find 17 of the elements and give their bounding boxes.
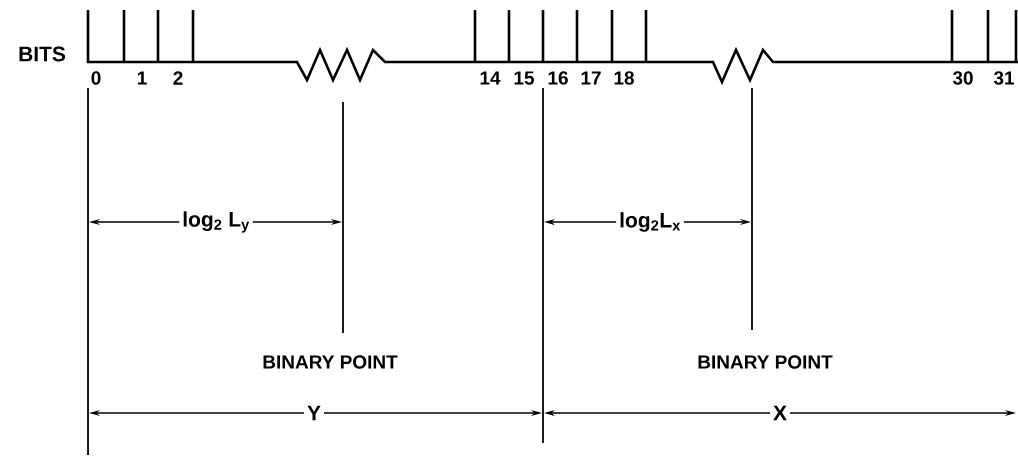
note-text: BINARY POINT	[263, 355, 398, 369]
dimension-label: log$_{2}$L$_{x}$	[616, 209, 684, 235]
dimension-label: Y	[304, 402, 324, 424]
bit-number: 31	[993, 71, 1015, 85]
bit-number: 0	[91, 71, 101, 85]
bit-number: 18	[614, 71, 634, 85]
bit-number: 15	[514, 71, 535, 85]
bit-number: 17	[581, 71, 601, 85]
note-text: BINARY POINT	[698, 355, 833, 369]
bit-number: 2	[173, 71, 183, 85]
row-label: BITS	[19, 46, 66, 62]
bit-number: 16	[548, 71, 568, 85]
bit-number: 1	[137, 71, 147, 85]
bit-number: 30	[952, 71, 973, 85]
dimension-label: log$_{2}$ L$_{y}$	[179, 208, 253, 236]
dimension-label: X	[770, 402, 790, 424]
bit-number: 14	[480, 71, 501, 85]
